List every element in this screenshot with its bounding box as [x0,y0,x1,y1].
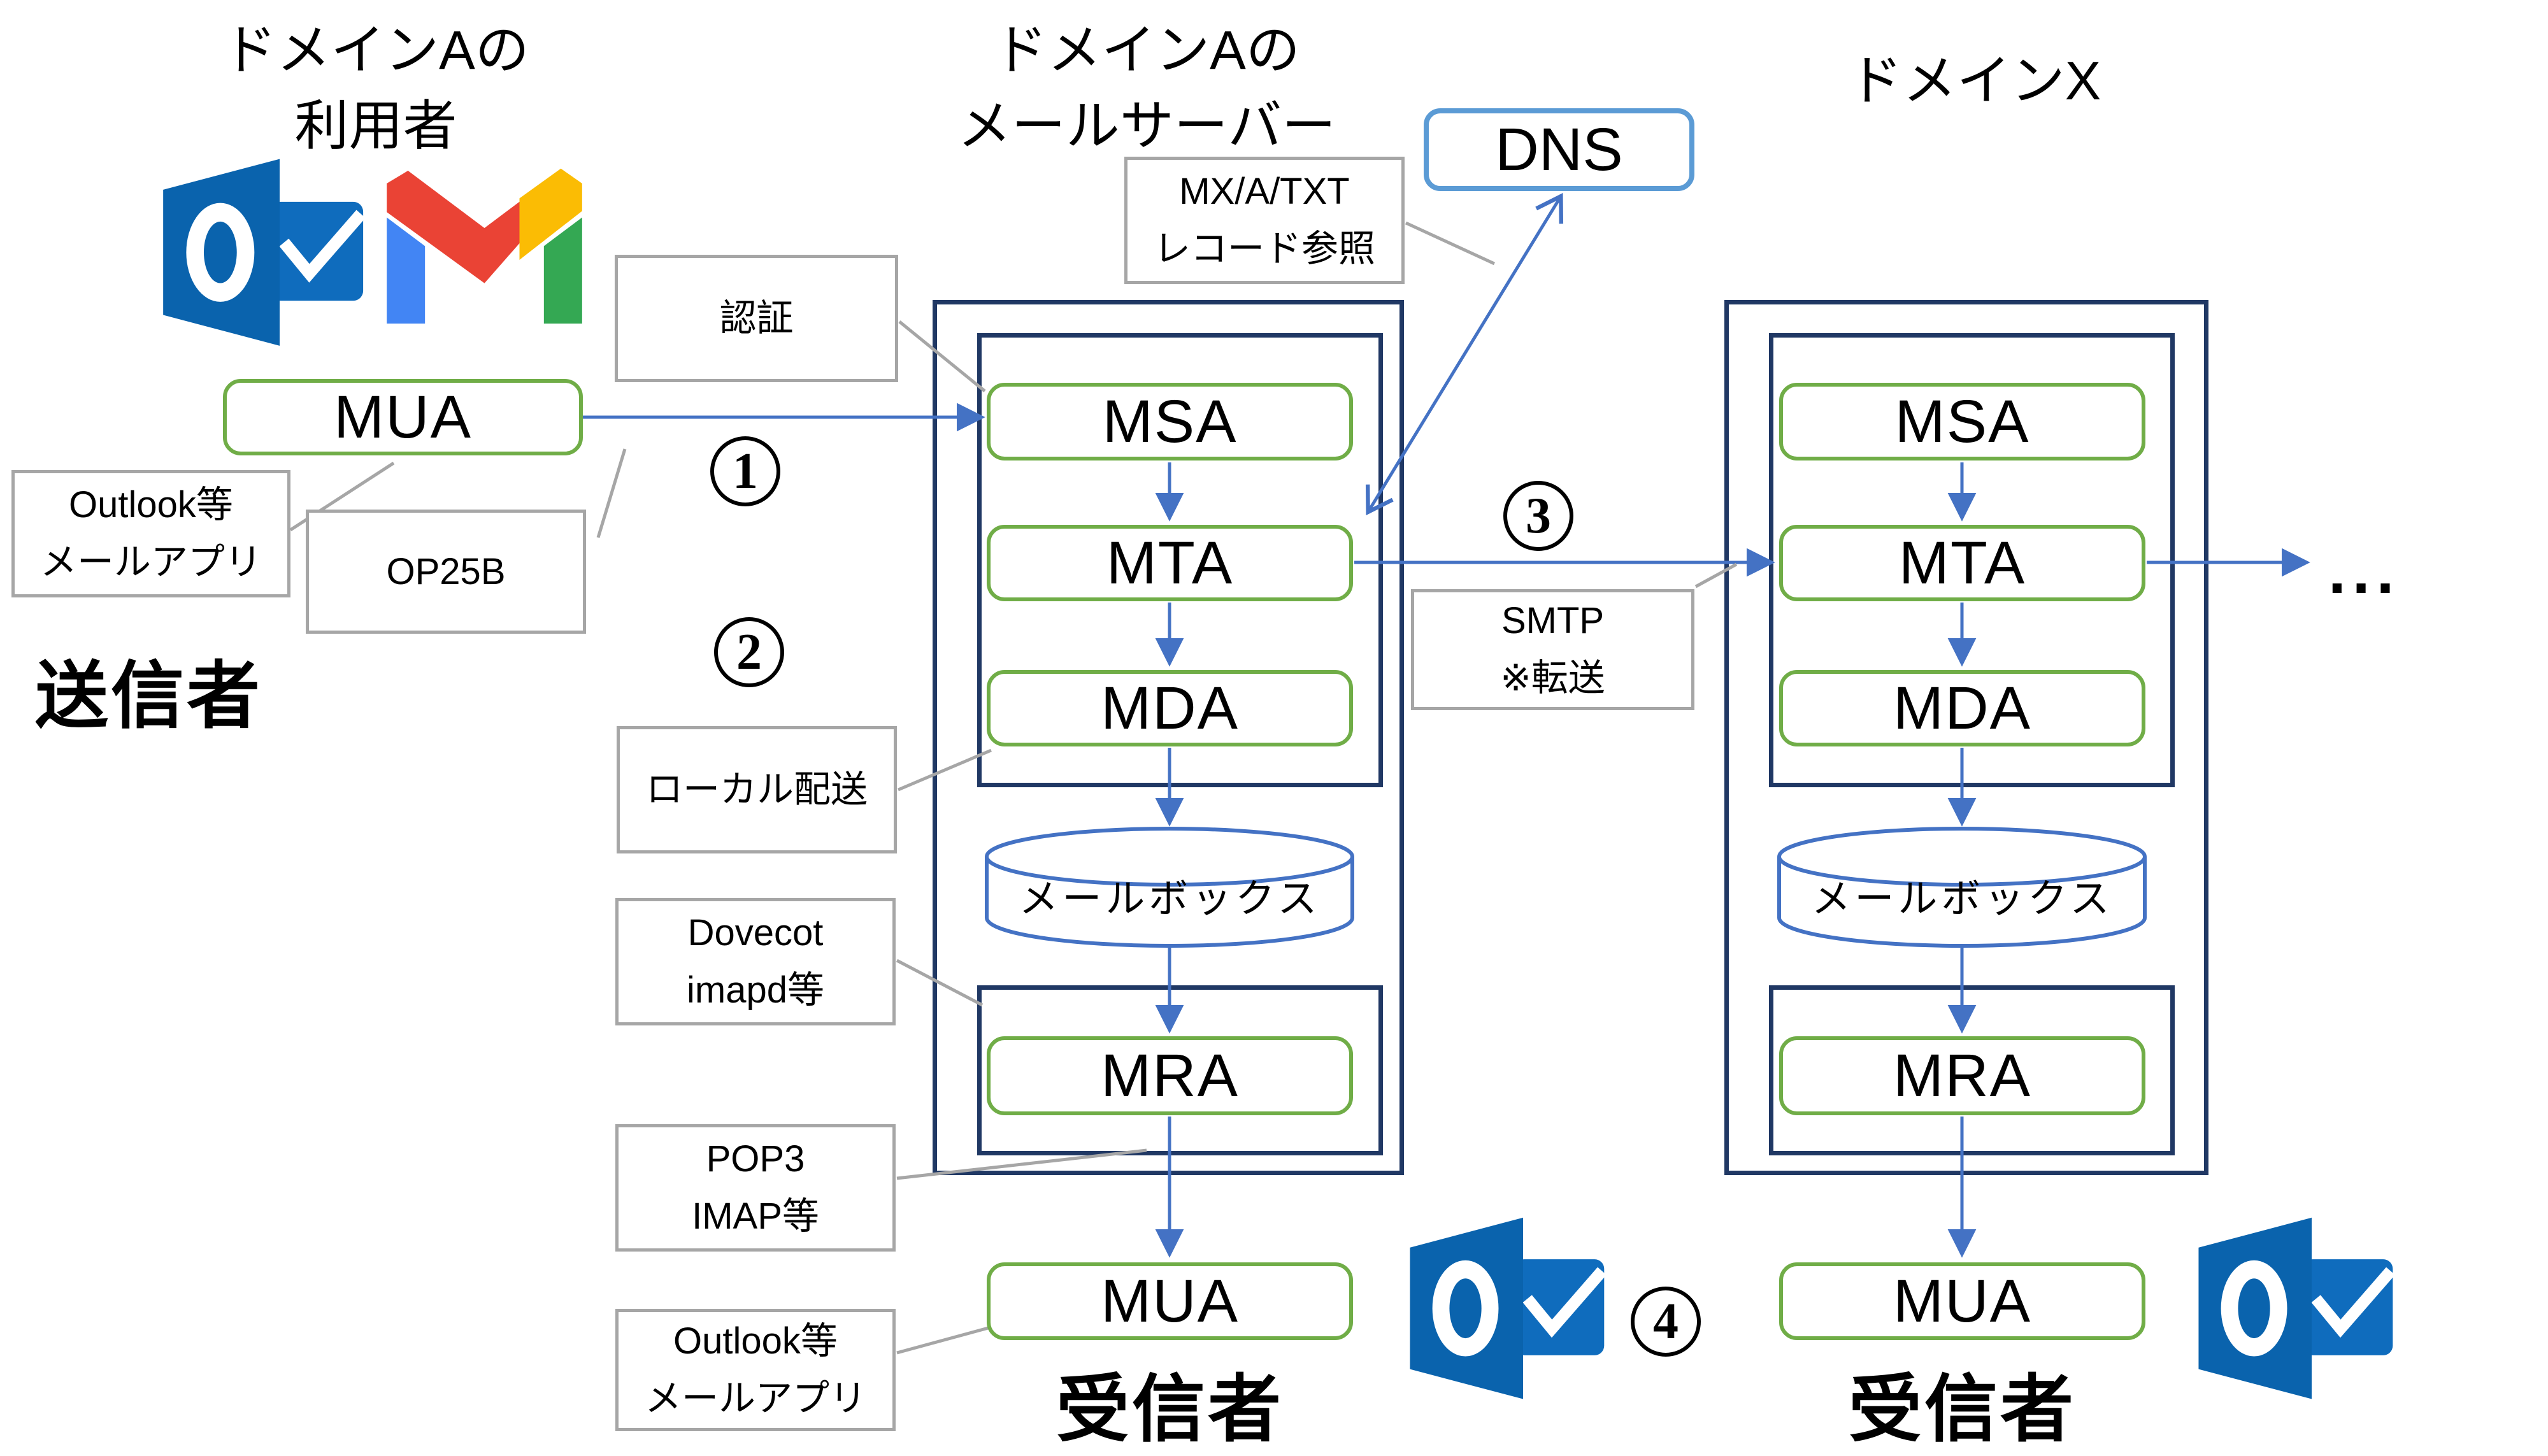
node-mua-sender-label: MUA [333,383,473,451]
leader-local-to-mda [898,748,992,792]
step-3-badge: 3 [1503,481,1573,551]
outlook-icon-receiver-a [1410,1217,1607,1399]
step-2-number: 2 [736,624,762,680]
node-mra-x: MRA [1779,1036,2145,1115]
outlook-envelope-check [279,210,366,283]
step-1-number: 1 [733,443,758,499]
node-mra-x-label: MRA [1893,1041,2032,1110]
callout-dovecot-line2: imapd等 [687,969,824,1011]
outlook-envelope [1514,1259,1605,1355]
node-msa-x: MSA [1779,383,2145,460]
gmail-yellow-band [519,168,582,260]
node-mua-receiver-a-label: MUA [1100,1267,1240,1335]
arrow-mta-dns-lookup [1365,192,1564,516]
outlook-icon [163,159,366,346]
callout-dovecot-line1: Dovecot [687,912,824,954]
node-msa-a: MSA [987,383,1353,460]
callout-auth-label: 認証 [719,297,794,339]
node-mda-a-label: MDA [1100,674,1240,742]
header-domain-x: ドメインX [1720,43,2230,119]
header-domain-x-line1: ドメインX [1848,51,2101,111]
step-3-number: 3 [1526,487,1551,544]
mailbox-x-label: メールボックス [1779,863,2145,927]
callout-pop3-imap-line1: POP3 [706,1138,805,1180]
callout-outlook-app-bottom: Outlook等 メールアプリ [615,1309,896,1431]
mailbox-cylinder-a [985,827,1354,948]
node-mua-receiver-x: MUA [1779,1262,2145,1340]
node-msa-a-label: MSA [1102,387,1238,455]
callout-op25b: OP25B [306,510,586,634]
outlook-o-inner [1449,1278,1482,1339]
header-domain-a-user: ドメインAの 利用者 [121,13,631,164]
leader-auth-to-msa [898,320,986,392]
callout-local-delivery: ローカル配送 [617,726,897,853]
outlook-envelope [2303,1259,2393,1355]
mailbox-a-label: メールボックス [987,863,1353,927]
callout-local-delivery-label: ローカル配送 [645,769,868,811]
callout-outlook-app-bottom-line2: メールアプリ [644,1378,866,1419]
node-mua-sender: MUA [223,379,583,455]
callout-smtp-forward-line1: SMTP [1501,600,1605,642]
mailbox-cylinder-x [1777,827,2147,948]
outlook-o-inner [2238,1278,2270,1339]
node-mua-receiver-x-label: MUA [1893,1267,2032,1335]
callout-dovecot: Dovecot imapd等 [615,898,896,1025]
outlook-envelope-check [2311,1267,2395,1338]
callout-smtp-forward-line2: ※転送 [1500,657,1605,699]
receiver-x-label: 受信者 [1848,1369,2076,1450]
node-mta-a-label: MTA [1106,529,1234,597]
node-mua-receiver-a: MUA [987,1262,1353,1340]
callout-mx-record-line1: MX/A/TXT [1179,171,1350,213]
header-domain-a-server-line2: メールサーバー [957,96,1336,157]
gmail-icon [387,168,582,324]
leader-op25b-to-arrow [596,448,627,538]
node-mda-x: MDA [1779,670,2145,746]
callout-outlook-app-top-line1: Outlook等 [69,484,233,526]
leader-smtp-to-arrow [1694,562,1738,589]
sender-label: 送信者 [35,655,263,737]
step-1-badge: 1 [710,436,780,506]
step-4-badge: 4 [1631,1287,1701,1357]
callout-mx-record-line2: レコード参照 [1153,228,1375,269]
node-mra-a-label: MRA [1100,1041,1240,1110]
callout-outlook-app-bottom-line1: Outlook等 [673,1320,838,1362]
receiver-a-label: 受信者 [1056,1369,1284,1450]
mailbox-x-text: メールボックス [1811,877,2114,921]
outlook-icon-receiver-x [2198,1217,2395,1399]
node-dns-label: DNS [1495,115,1623,183]
node-mda-x-label: MDA [1893,674,2032,742]
callout-smtp-forward: SMTP ※転送 [1411,589,1694,710]
outlook-o-inner [203,221,237,283]
callout-pop3-imap-line2: IMAP等 [692,1195,819,1237]
leader-mx-to-dns-line [1405,221,1496,266]
header-domain-a-server: ドメインAの メールサーバー [892,13,1401,164]
node-msa-x-label: MSA [1894,387,2030,455]
callout-outlook-app-top-line2: メールアプリ [39,541,262,583]
header-domain-a-server-line1: ドメインAの [993,20,1300,81]
continuation-ellipsis: ... [2328,536,2401,607]
callout-pop3-imap: POP3 IMAP等 [615,1124,896,1252]
step-4-number: 4 [1653,1293,1678,1350]
node-mda-a: MDA [987,670,1353,746]
node-mra-a: MRA [987,1036,1353,1115]
callout-mx-record: MX/A/TXT レコード参照 [1124,157,1405,284]
node-mta-x-label: MTA [1898,529,2026,597]
step-2-badge: 2 [714,617,784,687]
header-domain-a-user-line1: ドメインAの [222,20,529,81]
leader-pop3-to-arrow [896,1148,1147,1180]
callout-outlook-app-top: Outlook等 メールアプリ [11,470,290,597]
header-domain-a-user-line2: 利用者 [294,96,457,157]
node-dns: DNS [1424,108,1694,191]
node-mta-x: MTA [1779,525,2145,601]
node-mta-a: MTA [987,525,1353,601]
callout-op25b-label: OP25B [386,550,506,592]
outlook-envelope-check [1522,1267,1607,1338]
gmail-blue-bar [387,217,426,324]
callout-auth: 認証 [615,255,898,382]
leader-dovecot-to-mra [896,959,984,1007]
mailbox-a-text: メールボックス [1019,877,1321,921]
gmail-green-bar [543,217,582,324]
outlook-envelope [271,201,364,301]
